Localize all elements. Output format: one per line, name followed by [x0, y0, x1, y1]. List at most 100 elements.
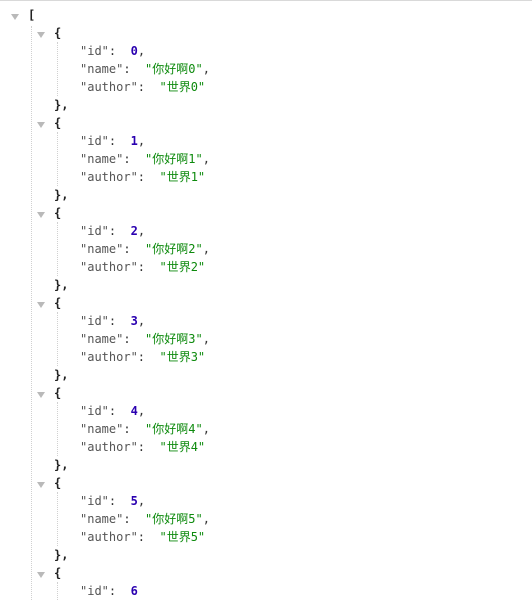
- object-indent-guide: [57, 222, 58, 276]
- json-property-row: "author": "世界3": [80, 348, 205, 366]
- json-key: "id": [80, 44, 109, 58]
- comma: ,: [137, 44, 146, 58]
- json-key: "id": [80, 584, 109, 598]
- json-key: "author": [80, 350, 138, 364]
- comma: ,: [137, 134, 146, 148]
- json-value: "世界4": [159, 440, 206, 454]
- colon: :: [137, 440, 160, 454]
- json-value: "你好啊1": [145, 152, 203, 166]
- json-key: "author": [80, 440, 138, 454]
- colon: :: [108, 494, 131, 508]
- json-property-row: "author": "世界0": [80, 78, 205, 96]
- json-property-row: "id": 1,: [80, 132, 145, 150]
- json-property-row: "name": "你好啊1",: [80, 150, 210, 168]
- comma: ,: [202, 512, 210, 526]
- top-border: [0, 0, 532, 1]
- json-key: "id": [80, 134, 109, 148]
- colon: :: [137, 530, 160, 544]
- collapse-triangle-icon[interactable]: [37, 212, 45, 218]
- colon: :: [123, 332, 146, 346]
- colon: :: [123, 62, 146, 76]
- object-indent-guide: [57, 492, 58, 546]
- colon: :: [108, 404, 131, 418]
- comma: ,: [137, 494, 146, 508]
- colon: :: [137, 260, 160, 274]
- json-key: "author": [80, 260, 138, 274]
- json-value: "世界1": [159, 170, 206, 184]
- json-key: "name": [80, 242, 124, 256]
- json-property-row: "id": 3,: [80, 312, 145, 330]
- colon: :: [108, 224, 131, 238]
- collapse-triangle-icon[interactable]: [37, 572, 45, 578]
- json-value: "你好啊2": [145, 242, 203, 256]
- json-value: "你好啊0": [145, 62, 203, 76]
- object-close-brace: },: [54, 368, 69, 382]
- collapse-triangle-icon[interactable]: [37, 122, 45, 128]
- json-value: 6: [130, 584, 138, 598]
- object-indent-guide: [57, 132, 58, 186]
- colon: :: [108, 44, 131, 58]
- json-value: 0: [130, 44, 138, 58]
- comma: ,: [202, 62, 210, 76]
- json-property-row: "id": 6: [80, 582, 138, 600]
- json-value: "你好啊3": [145, 332, 203, 346]
- json-value: "世界3": [159, 350, 206, 364]
- json-key: "author": [80, 80, 138, 94]
- object-open-brace: {: [54, 476, 62, 490]
- object-open-brace: {: [54, 206, 62, 220]
- object-open-brace: {: [54, 386, 62, 400]
- colon: :: [137, 350, 160, 364]
- object-open-brace: {: [54, 296, 62, 310]
- json-key: "id": [80, 224, 109, 238]
- colon: :: [137, 170, 160, 184]
- colon: :: [137, 80, 160, 94]
- json-property-row: "name": "你好啊0",: [80, 60, 210, 78]
- collapse-triangle-icon[interactable]: [37, 392, 45, 398]
- json-value: 2: [130, 224, 138, 238]
- json-key: "id": [80, 494, 109, 508]
- object-indent-guide: [57, 582, 58, 600]
- object-close-brace: },: [54, 188, 69, 202]
- object-close-brace: },: [54, 458, 69, 472]
- json-property-row: "name": "你好啊4",: [80, 420, 210, 438]
- collapse-triangle-icon[interactable]: [37, 302, 45, 308]
- object-open-brace: {: [54, 26, 62, 40]
- colon: :: [123, 152, 146, 166]
- object-close-brace: },: [54, 548, 69, 562]
- collapse-triangle-icon[interactable]: [37, 32, 45, 38]
- json-value: "你好啊5": [145, 512, 203, 526]
- json-property-row: "id": 0,: [80, 42, 145, 60]
- json-value: 1: [130, 134, 138, 148]
- colon: :: [123, 242, 146, 256]
- json-key: "name": [80, 422, 124, 436]
- root-indent-guide: [31, 26, 32, 600]
- comma: ,: [137, 404, 146, 418]
- json-property-row: "id": 5,: [80, 492, 145, 510]
- root-array-open: [: [28, 8, 36, 22]
- json-key: "id": [80, 314, 109, 328]
- json-property-row: "author": "世界5": [80, 528, 205, 546]
- json-property-row: "author": "世界4": [80, 438, 205, 456]
- json-property-row: "name": "你好啊2",: [80, 240, 210, 258]
- colon: :: [108, 314, 131, 328]
- json-property-row: "id": 2,: [80, 222, 145, 240]
- object-indent-guide: [57, 42, 58, 96]
- json-value: "世界5": [159, 530, 206, 544]
- collapse-triangle-icon[interactable]: [11, 14, 19, 20]
- json-property-row: "id": 4,: [80, 402, 145, 420]
- json-key: "name": [80, 512, 124, 526]
- json-value: 5: [130, 494, 138, 508]
- colon: :: [108, 584, 131, 598]
- json-property-row: "author": "世界1": [80, 168, 205, 186]
- object-indent-guide: [57, 312, 58, 366]
- collapse-triangle-icon[interactable]: [37, 482, 45, 488]
- comma: ,: [202, 242, 210, 256]
- json-key: "name": [80, 332, 124, 346]
- comma: ,: [137, 224, 146, 238]
- json-value: "世界2": [159, 260, 206, 274]
- comma: ,: [202, 152, 210, 166]
- object-close-brace: },: [54, 98, 69, 112]
- object-open-brace: {: [54, 566, 62, 580]
- colon: :: [123, 512, 146, 526]
